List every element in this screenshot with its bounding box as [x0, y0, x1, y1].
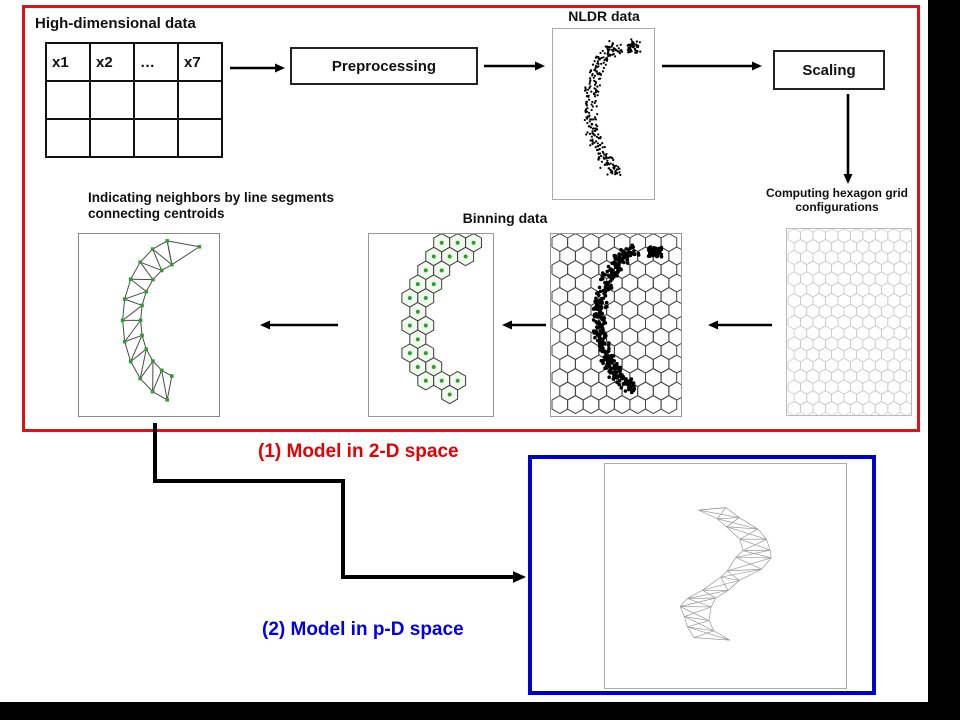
slide-canvas: High-dimensional data x1 x2 … x7 Preproc…: [0, 0, 928, 702]
high-dim-data-table: x1 x2 … x7: [45, 42, 223, 158]
pd-model-frame: [528, 455, 876, 695]
nldr-scatter-frame: [552, 28, 655, 200]
table-header-x7: x7: [177, 42, 223, 82]
nldr-data-label: NLDR data: [568, 8, 640, 24]
hex-grid-image: [787, 229, 911, 415]
hex-config-label: Computing hexagon grid configurations: [766, 186, 908, 215]
binning-overlay-frame: [550, 233, 682, 417]
high-dim-data-label: High-dimensional data: [35, 15, 196, 32]
table-header-ellipsis: …: [133, 42, 179, 82]
preprocessing-label: Preprocessing: [331, 57, 437, 75]
centroid-mesh-image: [120, 239, 202, 402]
table-cell-empty: [89, 80, 135, 120]
pd-wireframe-frame: [604, 463, 847, 689]
table-row: [45, 118, 223, 158]
table-cell-empty: [45, 80, 91, 120]
table-header-x1: x1: [45, 42, 91, 82]
model-pd-caption: (2) Model in p-D space: [262, 619, 464, 640]
table-row: [45, 80, 223, 120]
table-header-row: x1 x2 … x7: [45, 42, 223, 82]
table-cell-empty: [177, 80, 223, 120]
neighbors-label: Indicating neighbors by line segments co…: [88, 190, 335, 221]
table-cell-empty: [133, 118, 179, 158]
table-cell-empty: [133, 80, 179, 120]
nldr-scatter-plot: [583, 38, 642, 177]
scaling-box: Scaling: [773, 50, 885, 90]
binning-data-label: Binning data: [462, 210, 548, 226]
binning-overlay-image: [551, 234, 681, 415]
scaling-label: Scaling: [802, 61, 856, 79]
centroid-mesh-frame: [78, 233, 220, 417]
table-cell-empty: [45, 118, 91, 158]
binning-selected-hexes-image: [401, 234, 482, 405]
model-2d-caption: (1) Model in 2-D space: [258, 441, 459, 462]
preprocessing-box: Preprocessing: [290, 47, 478, 85]
table-cell-empty: [89, 118, 135, 158]
table-cell-empty: [177, 118, 223, 158]
table-header-x2: x2: [89, 42, 135, 82]
hex-grid-frame: [786, 228, 912, 416]
binning-selected-frame: [368, 233, 494, 417]
pd-wireframe-image: [679, 507, 772, 641]
